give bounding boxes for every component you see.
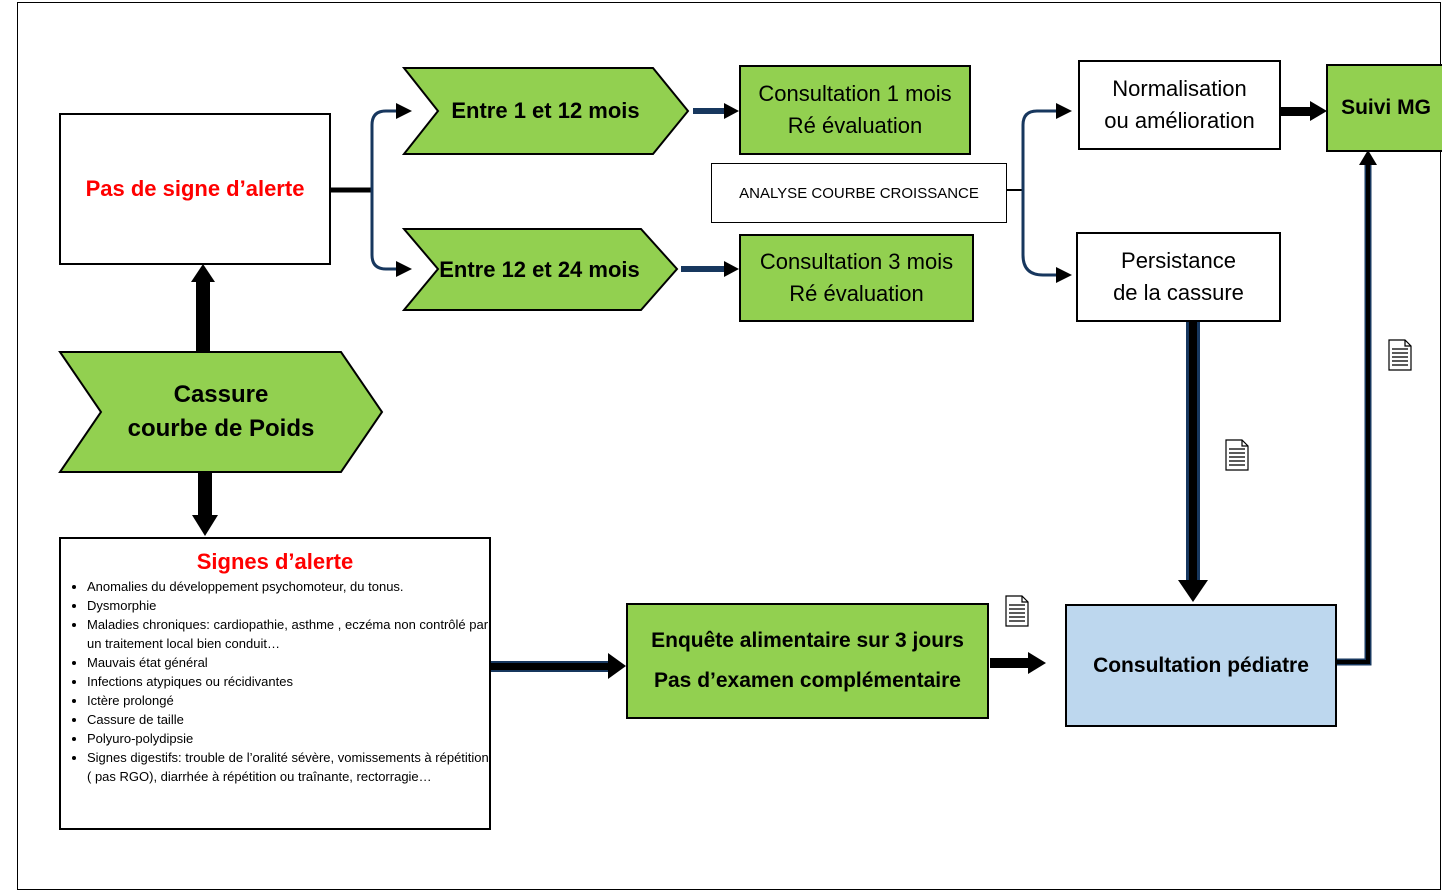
persistance-line2: de la cassure xyxy=(1113,280,1244,305)
suivi-mg-box: Suivi MG xyxy=(1326,64,1442,152)
list-item: Infections atypiques ou récidivantes xyxy=(87,672,489,691)
entre-12-24-text: Entre 12 et 24 mois xyxy=(438,229,641,310)
cassure-chevron xyxy=(58,351,384,473)
cassure-text: Cassure courbe de Poids xyxy=(101,352,341,472)
arrow-cassure-to-signes-alerte xyxy=(192,472,218,536)
enquete-line2: Pas d’examen complémentaire xyxy=(654,669,961,692)
persistance-line1: Persistance xyxy=(1121,248,1236,273)
branch-connector-analyse xyxy=(1007,103,1072,283)
arrow-entre12-to-consult3 xyxy=(681,261,739,277)
pas-de-signe-box: Pas de signe d’alerte xyxy=(59,113,331,265)
list-item: Signes digestifs: trouble de l’oralité s… xyxy=(87,748,489,786)
entre-12-24-label: Entre 12 et 24 mois xyxy=(439,256,640,282)
list-item: Maladies chroniques: cardiopathie, asthm… xyxy=(87,615,489,653)
consult-3-line1: Consultation 3 mois xyxy=(759,249,954,274)
diagram-frame xyxy=(17,2,1441,890)
document-icon xyxy=(1388,339,1412,371)
arrow-normalisation-to-suivi xyxy=(1281,101,1327,121)
list-item: Polyuro-polydipsie xyxy=(87,729,489,748)
arrow-enquete-to-pediatre xyxy=(990,652,1046,674)
signes-alerte-box: Signes d’alerte Anomalies du développeme… xyxy=(59,537,491,830)
consultation-pediatre-box: Consultation pédiatre xyxy=(1065,604,1337,727)
normalisation-line2: ou amélioration xyxy=(1104,108,1255,133)
document-icon xyxy=(1005,595,1029,627)
arrow-entre1-to-consult1 xyxy=(693,103,739,119)
normalisation-line1: Normalisation xyxy=(1112,76,1247,101)
persistance-box: Persistance de la cassure xyxy=(1076,232,1281,322)
pas-de-signe-label: Pas de signe d’alerte xyxy=(85,176,305,201)
enquete-line1: Enquête alimentaire sur 3 jours xyxy=(651,629,964,652)
arrow-cassure-to-pas-de-signe xyxy=(191,264,215,352)
consult-3-line2: Ré évaluation xyxy=(789,281,924,306)
cassure-line2: courbe de Poids xyxy=(127,415,315,442)
list-item: Anomalies du développement psychomoteur,… xyxy=(87,577,489,596)
branch-connector-age xyxy=(331,103,412,277)
consult-1-line2: Ré évaluation xyxy=(787,113,923,138)
arrow-persistance-to-pediatre xyxy=(1178,322,1208,602)
list-item: Dysmorphie xyxy=(87,596,489,615)
signes-alerte-title: Signes d’alerte xyxy=(196,549,354,574)
arrow-signes-to-enquete xyxy=(490,653,626,679)
consult-3-mois-box: Consultation 3 mois Ré évaluation xyxy=(739,234,974,322)
consult-1-mois-box: Consultation 1 mois Ré évaluation xyxy=(739,65,971,155)
cassure-line1: Cassure xyxy=(173,381,269,408)
list-item: Mauvais état général xyxy=(87,653,489,672)
list-item: Ictère prolongé xyxy=(87,691,489,710)
consultation-pediatre-label: Consultation pédiatre xyxy=(1093,653,1309,677)
entre-1-12-label: Entre 1 et 12 mois xyxy=(451,98,640,123)
consult-1-line1: Consultation 1 mois xyxy=(758,81,952,106)
normalisation-box: Normalisation ou amélioration xyxy=(1078,60,1281,150)
entre-1-12-text: Entre 1 et 12 mois xyxy=(438,68,653,154)
analyse-courbe-box: ANALYSE COURBE CROISSANCE xyxy=(711,163,1007,223)
entre-1-12-chevron xyxy=(401,67,690,155)
entre-12-24-chevron xyxy=(401,228,679,311)
document-icon xyxy=(1225,439,1249,471)
list-item: Cassure de taille xyxy=(87,710,489,729)
signes-alerte-list: Anomalies du développement psychomoteur,… xyxy=(61,577,489,786)
suivi-mg-label: Suivi MG xyxy=(1341,96,1431,119)
analyse-label: ANALYSE COURBE CROISSANCE xyxy=(739,184,979,202)
arrow-pediatre-to-suivi xyxy=(1336,150,1377,666)
enquete-alimentaire-box: Enquête alimentaire sur 3 jours Pas d’ex… xyxy=(626,603,989,719)
